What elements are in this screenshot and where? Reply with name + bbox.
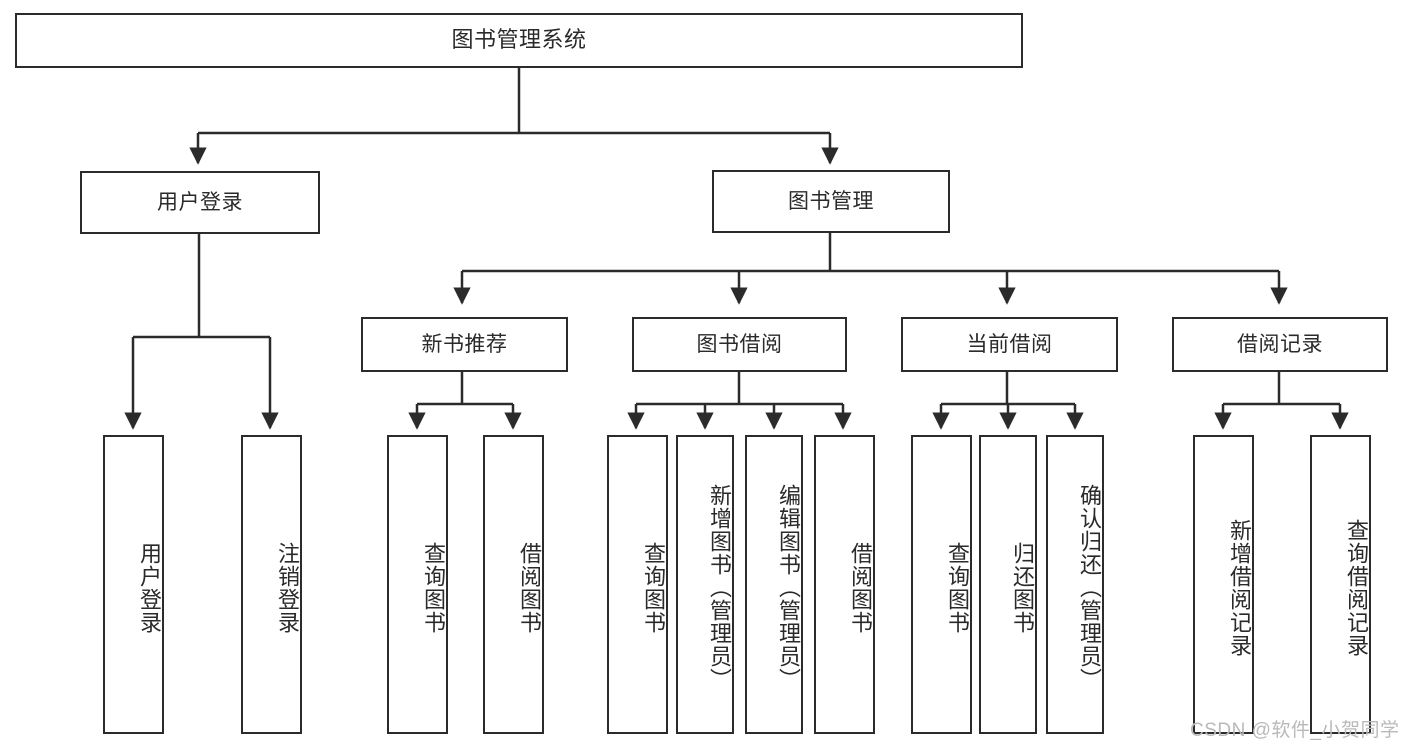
node-leaf-add-record-label: 新增借阅记录	[1227, 518, 1252, 657]
node-new-book-rec-label: 新书推荐	[421, 332, 508, 356]
node-borrow-record[interactable]: 借阅记录	[1172, 317, 1388, 372]
node-leaf-borrow-book-1[interactable]: 借阅图书	[483, 435, 544, 734]
node-book-manage[interactable]: 图书管理	[712, 170, 950, 233]
node-borrow-record-label: 借阅记录	[1237, 332, 1323, 356]
node-leaf-confirm-return-label: 确认归还（管理员）	[1077, 484, 1102, 691]
node-leaf-add-book[interactable]: 新增图书（管理员）	[676, 435, 734, 734]
node-leaf-user-logout[interactable]: 注销登录	[241, 435, 302, 734]
node-leaf-query-record-label: 查询借阅记录	[1344, 518, 1369, 657]
node-leaf-query-book-2-label: 查询图书	[641, 541, 666, 634]
node-leaf-query-book-1-label: 查询图书	[421, 541, 446, 634]
csdn-watermark: CSDN @软件_小贺同学	[1190, 720, 1400, 741]
node-book-manage-label: 图书管理	[788, 189, 874, 213]
node-leaf-edit-book-label: 编辑图书（管理员）	[776, 484, 801, 691]
node-leaf-borrow-book-2-label: 借阅图书	[848, 541, 873, 634]
node-user-login-label: 用户登录	[157, 190, 243, 214]
node-leaf-query-book-1[interactable]: 查询图书	[387, 435, 448, 734]
node-leaf-add-record[interactable]: 新增借阅记录	[1193, 435, 1254, 734]
node-leaf-return-book[interactable]: 归还图书	[979, 435, 1037, 734]
node-leaf-query-book-3-label: 查询图书	[945, 541, 970, 634]
node-leaf-confirm-return[interactable]: 确认归还（管理员）	[1046, 435, 1104, 734]
node-root[interactable]: 图书管理系统	[15, 13, 1023, 68]
node-leaf-borrow-book-1-label: 借阅图书	[517, 541, 542, 634]
node-book-borrow[interactable]: 图书借阅	[632, 317, 847, 372]
node-leaf-return-book-label: 归还图书	[1010, 541, 1035, 634]
node-book-borrow-label: 图书借阅	[696, 332, 783, 356]
node-leaf-user-login-label: 用户登录	[137, 541, 162, 634]
node-leaf-query-book-2[interactable]: 查询图书	[607, 435, 668, 734]
node-user-login[interactable]: 用户登录	[80, 171, 320, 234]
node-current-borrow[interactable]: 当前借阅	[901, 317, 1118, 372]
node-leaf-user-logout-label: 注销登录	[275, 541, 300, 634]
node-leaf-query-book-3[interactable]: 查询图书	[911, 435, 972, 734]
node-leaf-query-record[interactable]: 查询借阅记录	[1310, 435, 1371, 734]
node-leaf-add-book-label: 新增图书（管理员）	[707, 484, 732, 691]
node-leaf-edit-book[interactable]: 编辑图书（管理员）	[745, 435, 803, 734]
node-new-book-rec[interactable]: 新书推荐	[361, 317, 568, 372]
node-leaf-borrow-book-2[interactable]: 借阅图书	[814, 435, 875, 734]
node-current-borrow-label: 当前借阅	[966, 332, 1053, 356]
node-root-label: 图书管理系统	[451, 27, 587, 53]
node-leaf-user-login[interactable]: 用户登录	[103, 435, 164, 734]
